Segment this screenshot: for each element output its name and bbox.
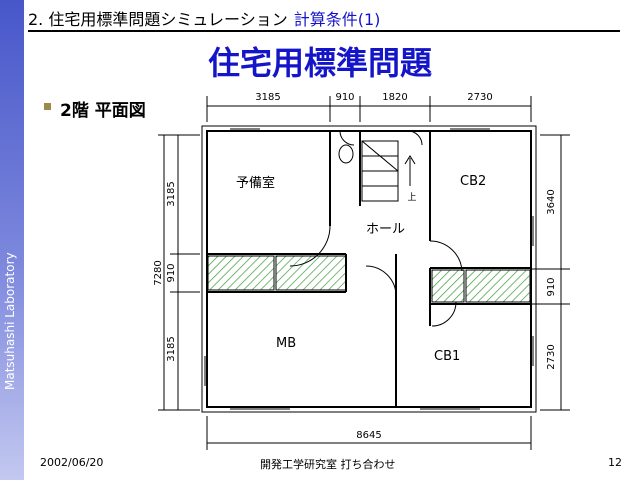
footer-date: 2002/06/20 (40, 456, 104, 469)
slide-title: 住宅用標準問題 (207, 44, 432, 82)
room-label-cb1: CB1 (434, 349, 460, 364)
hatch-zone-1 (207, 255, 275, 291)
room-label-hall: ホール (366, 222, 405, 237)
bullet-icon (44, 103, 51, 110)
hatch-zone-3 (431, 269, 465, 303)
hatch-zone-2 (275, 255, 347, 291)
dim-left-3: 3185 (166, 336, 177, 361)
room-label-spare: 予備室 (236, 175, 275, 191)
header-subtitle: 計算条件(1) (293, 10, 381, 29)
floor-label: 2階 平面図 (60, 101, 146, 121)
dim-top-4: 2730 (467, 92, 492, 103)
dim-left (158, 134, 200, 411)
walls (201, 125, 537, 413)
footer-page: 12 (608, 456, 622, 469)
dim-right-1: 3640 (546, 189, 557, 214)
header-rule (28, 30, 620, 32)
dim-right-2: 910 (546, 277, 557, 296)
floor-plan: 3185 910 1820 2730 8645 3185 910 3185 72… (153, 92, 570, 450)
slide-header: 2. 住宅用標準問題シミュレーション計算条件(1) (28, 6, 380, 30)
dim-left-total: 7280 (153, 260, 164, 285)
sidebar-text: Matsuhashi Laboratory (3, 252, 17, 390)
dim-bottom-label: 8645 (356, 430, 381, 441)
room-label-mb: MB (276, 336, 296, 351)
dim-right-3: 2730 (546, 344, 557, 369)
stair-arrow-label: 上 (407, 192, 416, 203)
dim-left-1: 3185 (166, 181, 177, 206)
footer-center: 開発工学研究室 打ち合わせ (260, 458, 396, 471)
dim-left-2: 910 (166, 263, 177, 282)
dim-top (206, 96, 532, 122)
header-section: 2. 住宅用標準問題シミュレーション (28, 10, 288, 29)
dim-top-1: 3185 (255, 92, 280, 103)
room-label-cb2: CB2 (460, 174, 486, 189)
dim-bottom (206, 416, 532, 450)
dim-top-3: 1820 (382, 92, 407, 103)
sidebar-bar: Matsuhashi Laboratory (0, 0, 24, 480)
dim-right (530, 134, 570, 411)
dim-top-2: 910 (335, 92, 354, 103)
hatch-zone-4 (465, 269, 531, 303)
